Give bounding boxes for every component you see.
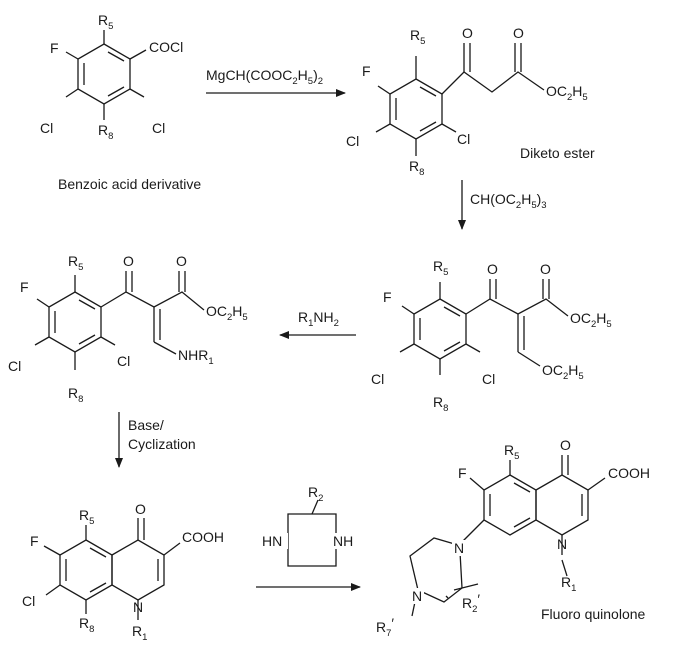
reagent-4-line2: Cyclization (128, 436, 196, 452)
m1-r8-label: R8 (98, 122, 113, 142)
piperazine-r2-label: R2 (308, 484, 323, 504)
m1-acyl-chloride-label: COCl (149, 39, 183, 55)
m3-r8-label: R8 (433, 394, 448, 414)
m6-r1-label: R1 (561, 574, 576, 594)
m6-carboxylic-acid-label: COOH (608, 465, 650, 481)
m5-fluoro-label: F (30, 533, 39, 549)
m4-ketone-oxygen-label: O (123, 253, 134, 269)
m3-r5-label: R5 (433, 258, 448, 278)
piperazine-hn-label: HN (262, 533, 282, 549)
reaction-step-4: Base/ Cyclization (115, 412, 196, 468)
m5-r5-label: R5 (79, 507, 94, 527)
reagent-4-line1: Base/ (128, 417, 164, 433)
m1-chloro-right-label: Cl (152, 120, 165, 136)
m6-r2-prime-label: R2′ (462, 591, 480, 615)
m3-chloro-left-label: Cl (371, 371, 384, 387)
reagent-2-label: CH(OC2H5)3 (470, 191, 547, 211)
m5-r8-label: R8 (79, 615, 94, 635)
fluoroquinolone-product: R5 F O COOH N R1 N N R2′ R7′ Fluoro quin… (376, 437, 650, 639)
m4-r5-label: R5 (68, 253, 83, 273)
m2-caption: Diketo ester (520, 145, 595, 161)
m3-enol-ethoxy-label: OC2H5 (542, 362, 584, 382)
m6-caption: Fluoro quinolone (541, 606, 646, 622)
m4-ester-oxygen-label: O (176, 253, 187, 269)
piperazine-nh-label: NH (333, 533, 353, 549)
m2-fluoro-label: F (362, 63, 371, 79)
reaction-step-2: CH(OC2H5)3 (458, 180, 547, 230)
m5-r1-label: R1 (132, 623, 147, 643)
m1-chloro-left-label: Cl (40, 120, 53, 136)
m2-chloro-left-label: Cl (346, 133, 359, 149)
reagent-1-label: MgCH(COOC2H5)2 (206, 67, 323, 87)
m5-chloro-label: Cl (22, 593, 35, 609)
m4-amine-label: NHR1 (178, 347, 214, 367)
m6-piperazine-n-top-label: N (454, 540, 464, 556)
m3-chloro-right-label: Cl (482, 371, 495, 387)
m6-r7-prime-label: R7′ (376, 615, 394, 639)
aminomethylene-ester: R5 F O O OC2H5 Cl Cl R8 NHR1 (8, 253, 248, 405)
m1-caption: Benzoic acid derivative (58, 176, 201, 192)
m5-ketone-oxygen-label: O (135, 501, 146, 517)
piperazine-reagent: R2 HN NH (262, 484, 358, 567)
quinolone-acid-intermediate: R5 F O COOH Cl N R8 R1 (22, 501, 224, 643)
m2-r8-label: R8 (409, 158, 424, 178)
m2-r5-label: R5 (410, 27, 425, 47)
m3-ester-oxygen-label: O (540, 261, 551, 277)
m6-piperazine-n-bottom-label: N (412, 588, 422, 604)
m4-r8-label: R8 (68, 385, 83, 405)
m4-chloro-left-label: Cl (8, 358, 21, 374)
m1-fluoro-label: F (50, 40, 59, 56)
reaction-step-1: MgCH(COOC2H5)2 (206, 67, 346, 97)
m5-ring-nitrogen-label: N (133, 599, 143, 615)
m2-ketone-oxygen-label: O (462, 25, 473, 41)
m4-fluoro-label: F (20, 279, 29, 295)
m3-ketone-oxygen-label: O (487, 261, 498, 277)
ethoxymethylene-ester: R5 F O O OC2H5 Cl Cl R8 OC2H5 (371, 258, 612, 414)
m6-ring-nitrogen-label: N (557, 536, 567, 552)
benzoic-acid-derivative: R5 F COCl Cl Cl R8 Benzoic acid derivati… (40, 12, 201, 192)
m6-r5-label: R5 (504, 442, 519, 462)
m2-ethoxy-label: OC2H5 (546, 83, 588, 103)
m1-r5-label: R5 (98, 12, 113, 32)
reaction-step-3: R1NH2 (279, 309, 356, 339)
m4-ethoxy-label: OC2H5 (206, 303, 248, 323)
m3-ester-ethoxy-label: OC2H5 (570, 310, 612, 330)
m5-carboxylic-acid-label: COOH (182, 529, 224, 545)
m6-ketone-oxygen-label: O (560, 437, 571, 453)
m2-ester-oxygen-label: O (513, 25, 524, 41)
m6-fluoro-label: F (458, 465, 467, 481)
diketo-ester: R5 F O O OC2H5 Cl Cl R8 Diketo ester (346, 25, 595, 178)
m3-fluoro-label: F (383, 289, 392, 305)
m4-chloro-right-label: Cl (117, 353, 130, 369)
reagent-3-label: R1NH2 (298, 309, 339, 329)
m2-chloro-right-label: Cl (457, 131, 470, 147)
